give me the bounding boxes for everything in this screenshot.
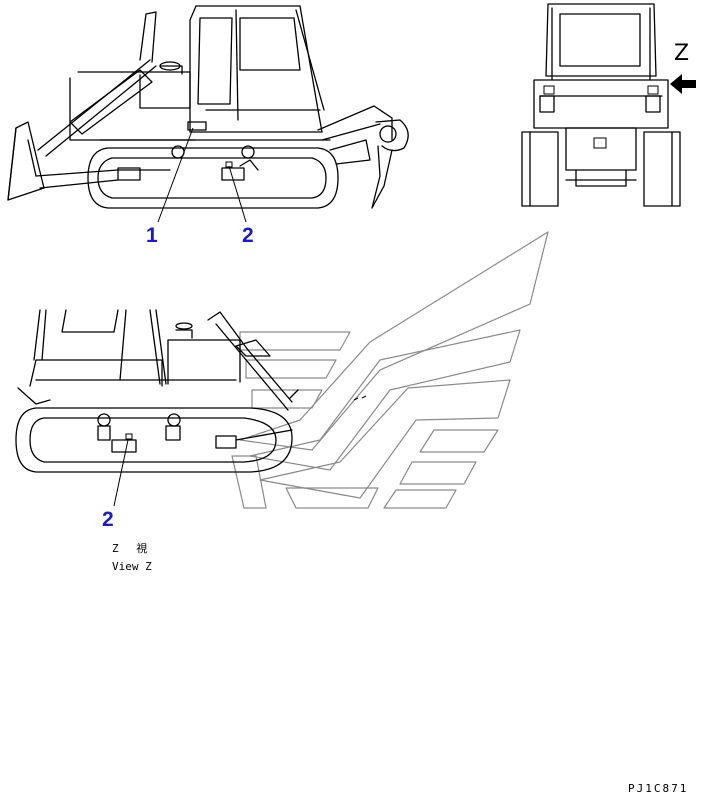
callout-number-1: 1 xyxy=(146,224,158,247)
leader-lines-top xyxy=(157,127,247,223)
view-caption-english: View Z xyxy=(112,560,152,573)
bulldozer-rear-view xyxy=(521,3,681,207)
callout-number-2-lower: 2 xyxy=(102,508,114,531)
drawing-code: PJ1C871 xyxy=(628,782,688,795)
callout-number-2-top: 2 xyxy=(242,224,254,247)
bulldozer-side-view-lower xyxy=(15,309,299,473)
view-marker-letter: Z xyxy=(674,41,689,66)
view-caption-japanese: Z 視 xyxy=(112,541,147,555)
bulldozer-side-view xyxy=(7,5,409,209)
decal-stripe-graphic xyxy=(231,231,549,509)
leader-line-lower xyxy=(113,439,129,507)
arrow-left-icon xyxy=(670,74,696,94)
